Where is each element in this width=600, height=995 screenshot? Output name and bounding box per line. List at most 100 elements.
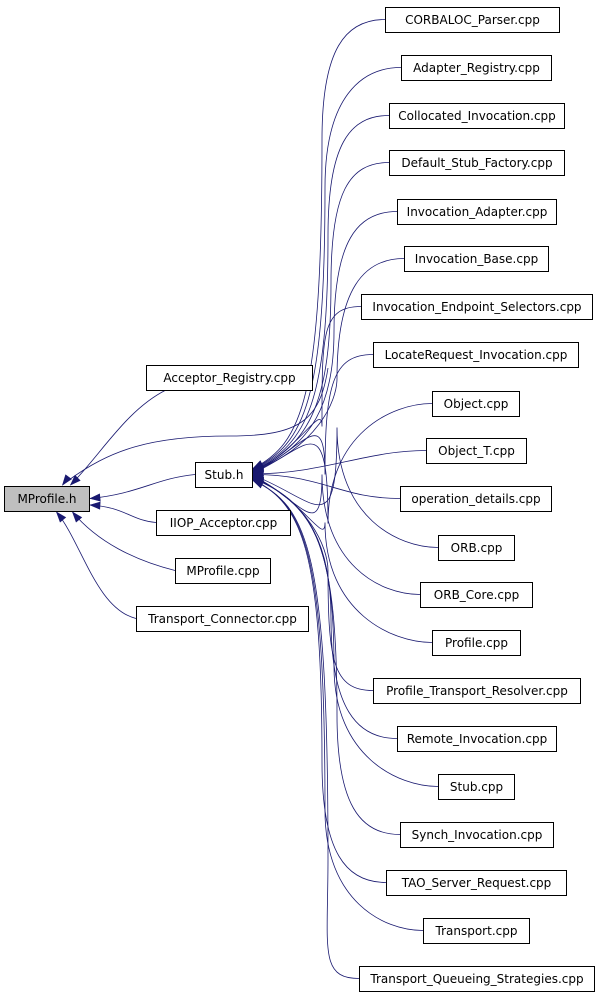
node-operation-details-cpp[interactable]: operation_details.cpp <box>400 486 552 512</box>
node-box <box>438 774 515 800</box>
node-box <box>175 558 271 584</box>
node-label: Profile_Transport_Resolver.cpp <box>386 684 568 698</box>
node-box <box>195 462 253 488</box>
node-box <box>385 7 560 33</box>
edge-transport-connector-cpp-to-mprofile-h-arrow <box>55 511 67 523</box>
edge-transport-queueing-strategies-cpp-to-stub-h <box>252 480 360 979</box>
node-box <box>432 391 520 417</box>
node-stub-h[interactable]: Stub.h <box>195 462 253 488</box>
node-profile-transport-resolver-cpp[interactable]: Profile_Transport_Resolver.cpp <box>373 678 581 704</box>
node-box <box>438 535 515 561</box>
node-label: TAO_Server_Request.cpp <box>401 876 552 890</box>
edge-adapter-registry-cpp-to-stub-h <box>252 67 402 470</box>
edge-invocation-base-cpp-to-stub-h <box>252 258 405 472</box>
node-synch-invocation-cpp[interactable]: Synch_Invocation.cpp <box>400 822 554 848</box>
edge-stub-fan-to-mprofile-h-arrow <box>61 474 72 486</box>
node-box <box>389 150 565 176</box>
node-invocation-adapter-cpp[interactable]: Invocation_Adapter.cpp <box>397 199 557 225</box>
node-box <box>361 294 593 320</box>
edge-invocation-endpoint-selectors-cpp-to-stub-h <box>252 306 362 473</box>
node-box <box>4 486 90 512</box>
node-box <box>397 726 557 752</box>
node-orb-core-cpp[interactable]: ORB_Core.cpp <box>420 582 533 608</box>
node-transport-cpp[interactable]: Transport.cpp <box>423 918 530 944</box>
edge-transport-cpp-to-stub-h <box>252 479 424 931</box>
node-label: Object.cpp <box>444 397 509 411</box>
edge-transport-connector-cpp-to-mprofile-h <box>56 511 137 619</box>
node-invocation-base-cpp[interactable]: Invocation_Base.cpp <box>404 246 549 272</box>
node-box <box>397 199 557 225</box>
node-label: CORBALOC_Parser.cpp <box>405 13 540 27</box>
edge-stub-h-to-mprofile-h-arrow <box>89 493 101 502</box>
node-box <box>136 606 309 632</box>
node-box <box>386 870 567 896</box>
node-remote-invocation-cpp[interactable]: Remote_Invocation.cpp <box>397 726 557 752</box>
node-collocated-invocation-cpp[interactable]: Collocated_Invocation.cpp <box>389 103 565 129</box>
edge-synch-invocation-cpp-to-stub-h <box>252 478 401 835</box>
node-box <box>420 582 533 608</box>
node-orb-cpp[interactable]: ORB.cpp <box>438 535 515 561</box>
graph-edges <box>55 19 439 979</box>
node-transport-queueing-strategies-cpp[interactable]: Transport_Queueing_Strategies.cpp <box>359 966 595 992</box>
node-acceptor-registry-cpp[interactable]: Acceptor_Registry.cpp <box>146 365 313 391</box>
node-locaterequest-invocation-cpp[interactable]: LocateRequest_Invocation.cpp <box>373 342 579 368</box>
node-invocation-endpoint-selectors-cpp[interactable]: Invocation_Endpoint_Selectors.cpp <box>361 294 593 320</box>
edge-acceptor-registry-cpp-to-mprofile-h <box>70 389 167 486</box>
node-box <box>400 822 554 848</box>
node-label: Object_T.cpp <box>438 444 515 458</box>
node-label: Transport_Queueing_Strategies.cpp <box>369 972 583 986</box>
node-box <box>423 918 530 944</box>
node-object-cpp[interactable]: Object.cpp <box>432 391 520 417</box>
node-label: Remote_Invocation.cpp <box>407 732 547 746</box>
node-box <box>373 678 581 704</box>
edge-stub-fan-to-mprofile-h <box>62 367 329 486</box>
edge-iiop-acceptor-cpp-to-mprofile-h-arrow <box>89 501 101 510</box>
node-profile-cpp[interactable]: Profile.cpp <box>432 630 521 656</box>
node-box <box>400 486 552 512</box>
node-label: Invocation_Endpoint_Selectors.cpp <box>372 300 581 314</box>
edge-locaterequest-invocation-cpp-to-stub-h <box>252 354 374 475</box>
node-label: ORB.cpp <box>451 541 503 555</box>
edge-object-cpp-to-stub-h <box>252 403 433 524</box>
node-label: operation_details.cpp <box>411 492 540 506</box>
node-box <box>404 246 549 272</box>
edge-operation-details-cpp-to-stub-h <box>252 474 401 499</box>
node-label: Transport_Connector.cpp <box>147 612 297 626</box>
node-mprofile-cpp[interactable]: MProfile.cpp <box>175 558 271 584</box>
edge-tao-server-request-cpp-to-stub-h <box>252 478 387 883</box>
node-label: IIOP_Acceptor.cpp <box>170 516 277 530</box>
node-mprofile-h[interactable]: MProfile.h <box>4 486 90 512</box>
node-box <box>156 510 291 536</box>
edge-collocated-invocation-cpp-to-stub-h <box>252 115 390 471</box>
node-label: Invocation_Base.cpp <box>415 252 538 266</box>
node-label: Transport.cpp <box>435 924 518 938</box>
graph-nodes: MProfile.h Acceptor_Registry.cppStub.hIIO… <box>4 7 595 992</box>
edge-transport-queueing-strategies-cpp-to-stub-h-arrow <box>252 480 265 489</box>
node-label: Acceptor_Registry.cpp <box>163 371 295 385</box>
node-box <box>401 55 552 81</box>
edge-mprofile-cpp-to-mprofile-h <box>72 511 176 571</box>
edge-mprofile-cpp-to-mprofile-h-arrow <box>71 511 83 523</box>
node-label: Collocated_Invocation.cpp <box>398 109 556 123</box>
node-object-t-cpp[interactable]: Object_T.cpp <box>426 438 527 464</box>
node-box <box>432 630 521 656</box>
node-label: Default_Stub_Factory.cpp <box>401 156 552 170</box>
node-transport-connector-cpp[interactable]: Transport_Connector.cpp <box>136 606 309 632</box>
node-corbaloc-parser-cpp[interactable]: CORBALOC_Parser.cpp <box>385 7 560 33</box>
node-label: MProfile.h <box>17 492 76 506</box>
node-adapter-registry-cpp[interactable]: Adapter_Registry.cpp <box>401 55 552 81</box>
node-tao-server-request-cpp[interactable]: TAO_Server_Request.cpp <box>386 870 567 896</box>
node-default-stub-factory-cpp[interactable]: Default_Stub_Factory.cpp <box>389 150 565 176</box>
node-label: ORB_Core.cpp <box>434 588 519 602</box>
node-box <box>359 966 595 992</box>
node-box <box>146 365 313 391</box>
node-stub-cpp[interactable]: Stub.cpp <box>438 774 515 800</box>
node-label: LocateRequest_Invocation.cpp <box>385 348 568 362</box>
node-label: Synch_Invocation.cpp <box>412 828 543 842</box>
edge-object-t-cpp-to-stub-h <box>252 450 427 475</box>
node-label: MProfile.cpp <box>186 564 259 578</box>
node-iiop-acceptor-cpp[interactable]: IIOP_Acceptor.cpp <box>156 510 291 536</box>
edge-corbaloc-parser-cpp-to-stub-h <box>252 19 386 469</box>
node-label: Stub.cpp <box>450 780 503 794</box>
node-label: Invocation_Adapter.cpp <box>407 205 548 219</box>
